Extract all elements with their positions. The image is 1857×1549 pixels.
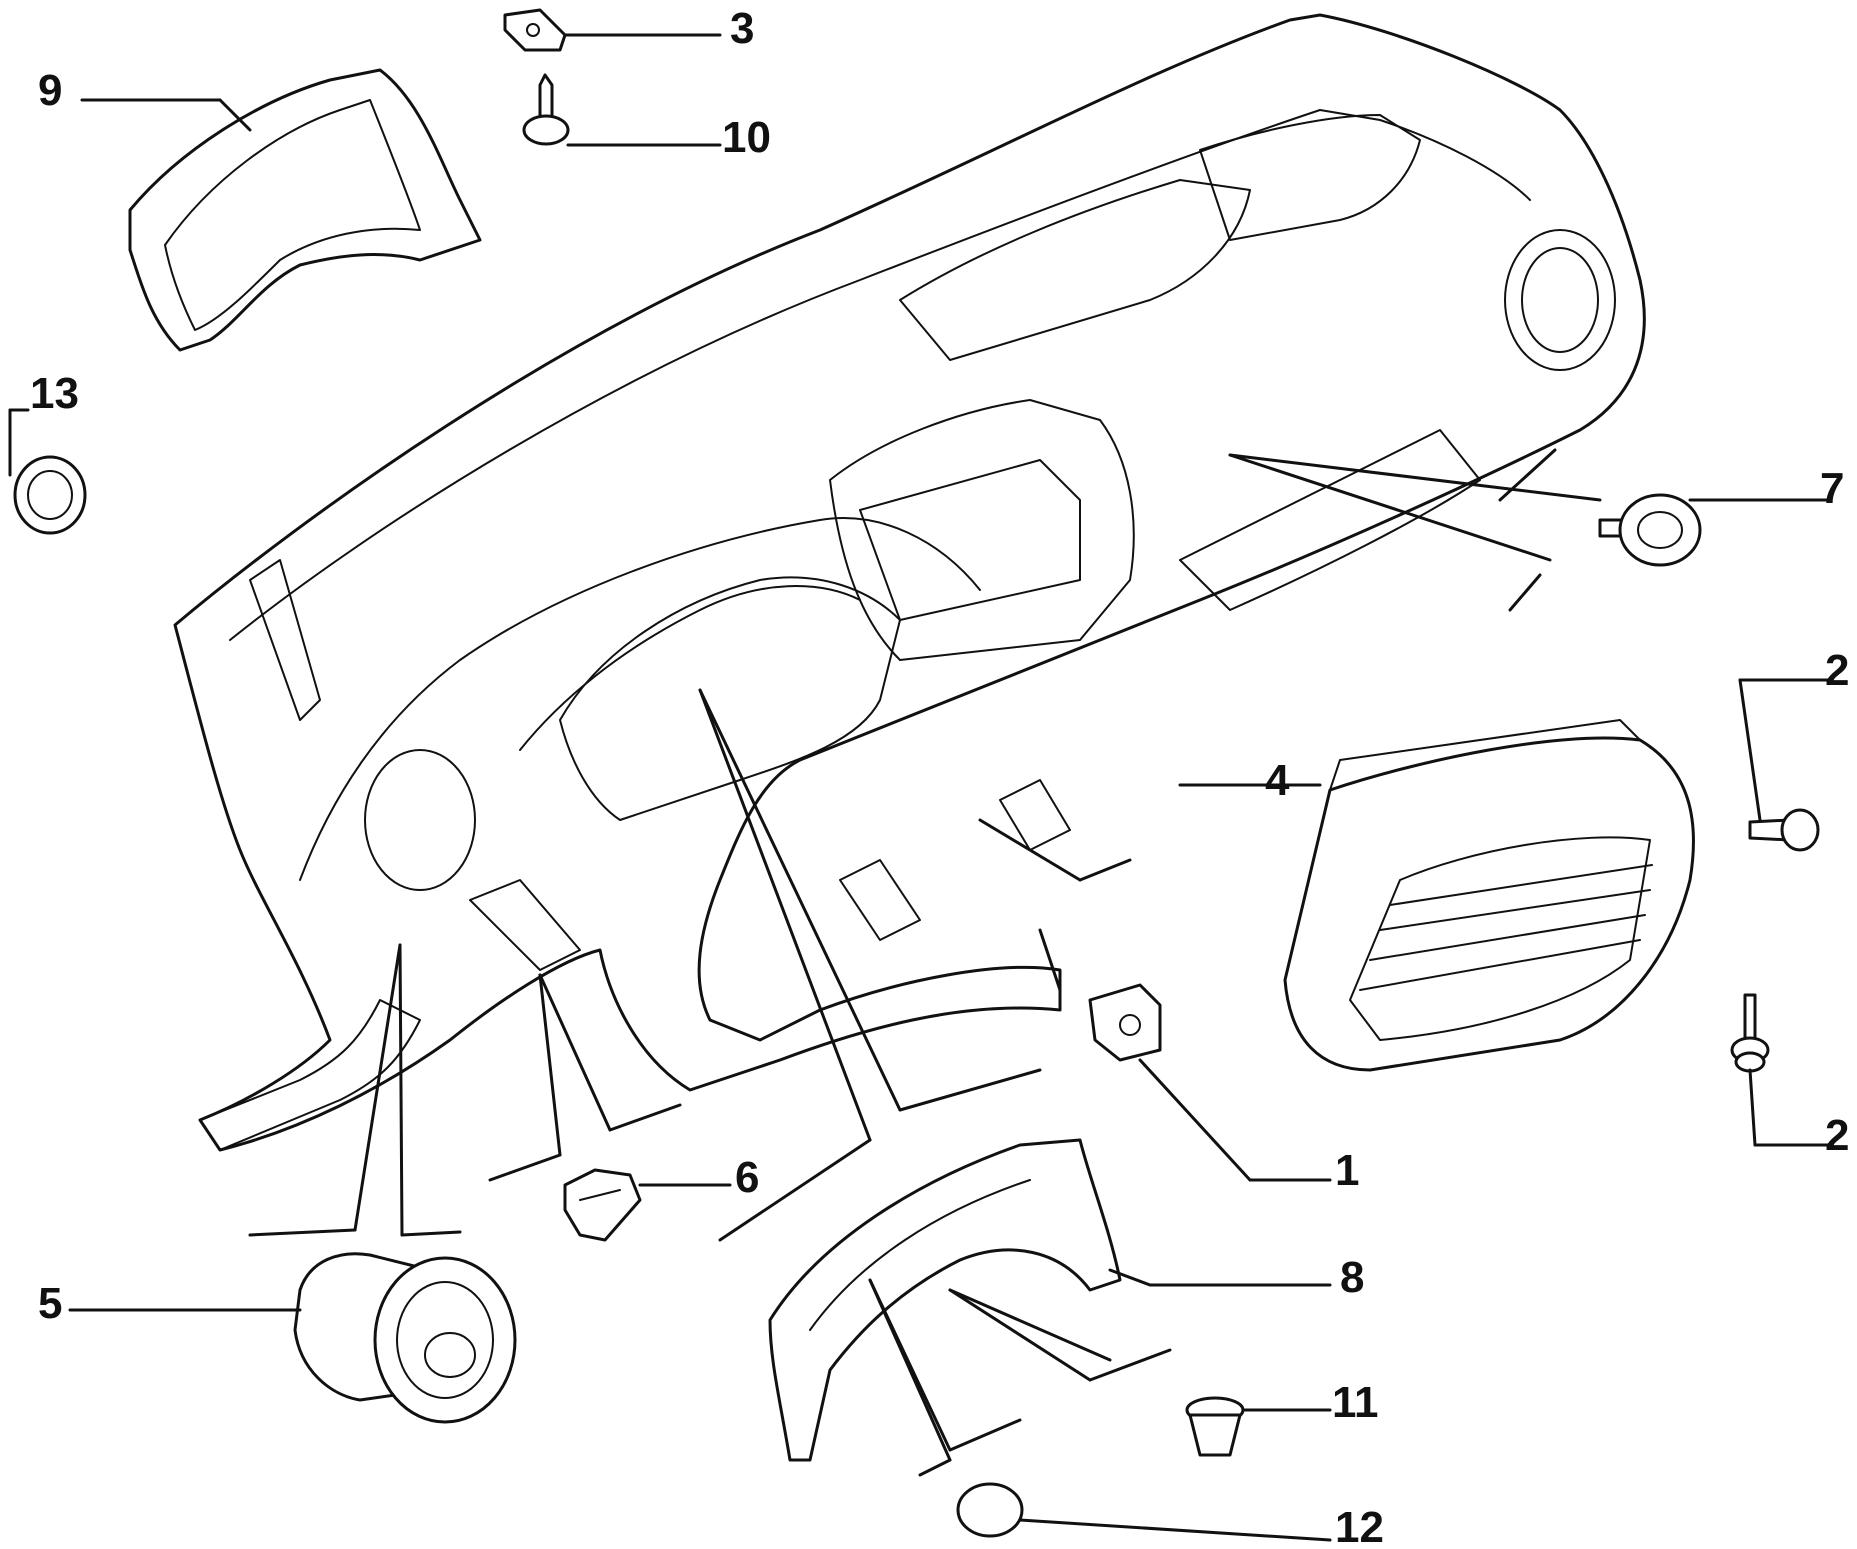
callout-13: 13: [30, 369, 79, 418]
callout-8: 8: [1340, 1253, 1364, 1302]
callout-2-lower: 2: [1825, 1111, 1849, 1160]
leader-lines: [8, 33, 1832, 1542]
callout-6: 6: [735, 1153, 759, 1202]
part-12-cap: [956, 1482, 1024, 1538]
callout-1: 1: [1335, 1146, 1359, 1195]
callout-5: 5: [38, 1279, 62, 1328]
part-11-push-clip: [1185, 1396, 1245, 1457]
part-5-round-vent: [293, 1252, 517, 1424]
part-1-bracket: [1088, 983, 1162, 1062]
part-13-cap: [13, 455, 87, 535]
callout-3: 3: [730, 4, 754, 53]
callout-labels: 9 3 10 13 7 2 4 2 1 6 5 8 11 12: [30, 4, 1849, 1549]
callout-9: 9: [38, 66, 62, 115]
part-7-knob: [1598, 493, 1702, 567]
callout-4: 4: [1265, 756, 1290, 805]
part-4-center-vent: [1283, 719, 1695, 1072]
part-6-clip: [563, 1168, 642, 1242]
part-10-screw: [522, 73, 570, 146]
callout-11: 11: [1332, 1378, 1379, 1427]
callout-12: 12: [1335, 1503, 1384, 1549]
callout-7: 7: [1820, 464, 1844, 513]
part-2-bolt-upper: [1748, 808, 1820, 852]
part-9-cluster-hood: [128, 68, 482, 352]
part-2-bolt-lower: [1730, 993, 1770, 1073]
part-3-clip: [503, 8, 567, 52]
part-8-lower-trim: [768, 1138, 1122, 1462]
callout-10: 10: [722, 113, 771, 162]
callout-2-upper: 2: [1825, 646, 1849, 695]
dashboard-panel: [173, 13, 1646, 1152]
